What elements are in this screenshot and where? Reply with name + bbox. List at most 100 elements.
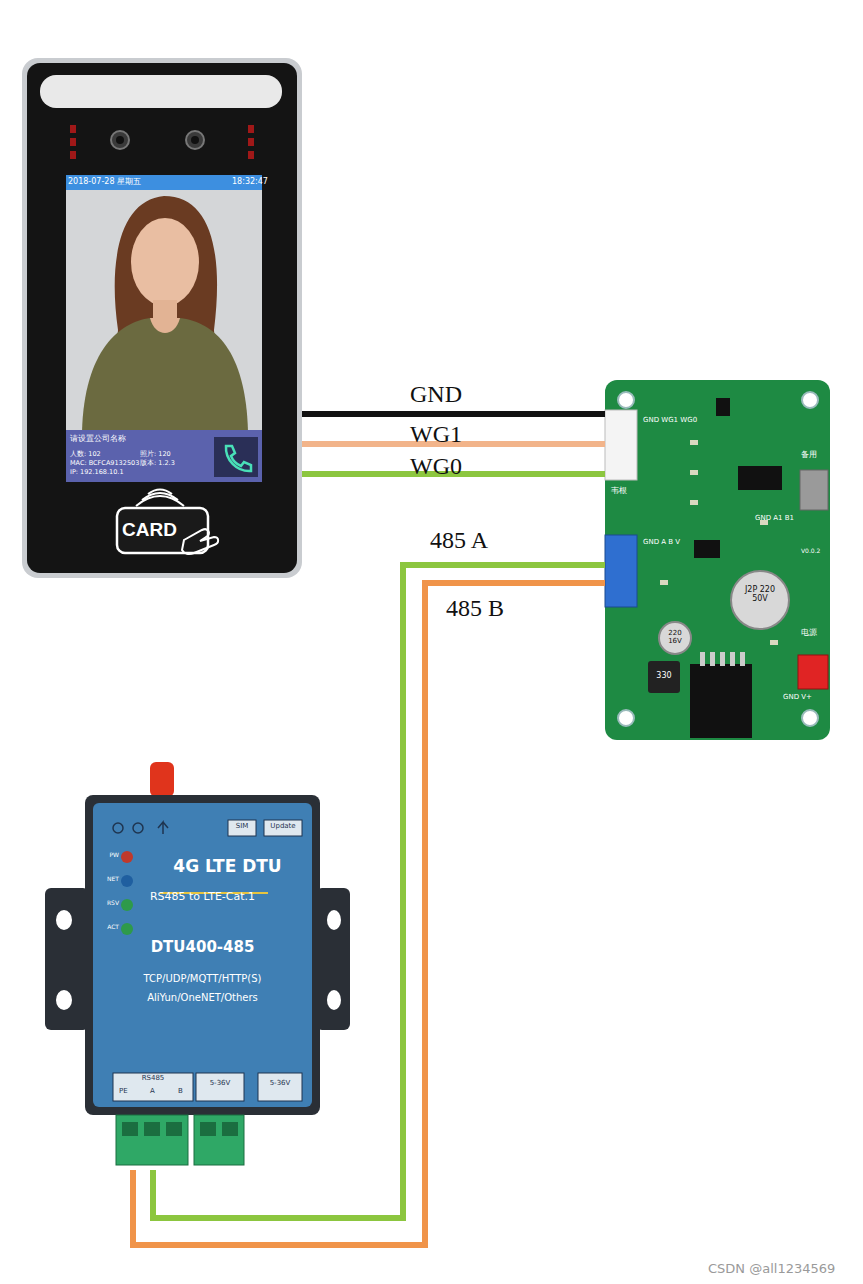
wire	[133, 583, 605, 1245]
capacitor	[659, 622, 691, 654]
device-text: 人数: 102	[70, 451, 101, 458]
device-text: GND A B V	[643, 538, 680, 546]
wire-label: WG1	[410, 422, 462, 446]
icon	[113, 823, 123, 833]
capacitor	[731, 571, 789, 629]
mount-hole	[618, 392, 634, 408]
dtu-device: PW NET RSV ACT SIM Update 4G LTE DTU RS485 to L…	[45, 760, 350, 1170]
mount-flange	[316, 888, 350, 1030]
device-text: SIM	[228, 822, 256, 830]
nfc-waves	[136, 490, 184, 507]
device-text: IP: 192.168.10.1	[70, 469, 124, 476]
card-area	[117, 508, 208, 553]
device-text: 韦根	[611, 486, 627, 495]
antenna-icon	[158, 822, 168, 834]
fill-light	[40, 75, 282, 108]
terminal-block	[194, 1115, 244, 1165]
camera-lens	[191, 136, 199, 144]
dtu-housing	[85, 795, 320, 1115]
pcb	[605, 380, 830, 740]
device-text: RS485 to LTE-Cat.1	[93, 891, 312, 904]
mount-flange	[45, 888, 89, 1030]
device-text: 版本: 1.2.3	[140, 460, 175, 467]
icon	[133, 823, 143, 833]
led	[121, 923, 133, 935]
device-text: 18:32:47	[232, 177, 268, 186]
terminal-screws	[122, 1122, 238, 1136]
device-text: MAC: BCFCA9132503	[70, 460, 139, 467]
camera	[111, 131, 129, 149]
device-text: J2P 220 50V	[744, 585, 776, 603]
update-slot	[264, 820, 302, 836]
mount-hole	[618, 710, 634, 726]
device-text: PE	[119, 1087, 128, 1095]
chip	[738, 466, 782, 490]
wire-label: WG0	[410, 454, 462, 478]
device-text: TCP/UDP/MQTT/HTTP(S)	[93, 973, 312, 985]
device-text: GND V+	[783, 693, 812, 701]
device-text: CARD	[122, 519, 177, 541]
device-text: 5-36V	[196, 1079, 244, 1087]
face	[131, 218, 199, 306]
led	[121, 851, 133, 863]
regulator-pins	[700, 652, 745, 666]
wire-label: 485 A	[430, 528, 488, 552]
device-text: RSV	[101, 900, 119, 907]
converter-board: GND WG1 WG0韦根备用GND A1 B1GND A B V电源GND V…	[605, 380, 830, 740]
device-text: NET	[101, 876, 119, 883]
device-text: AliYun/OneNET/Others	[93, 992, 312, 1004]
screen	[66, 175, 262, 482]
info-panel	[66, 430, 262, 482]
flange-hole	[56, 990, 72, 1010]
mount-hole	[802, 392, 818, 408]
port-label-plate	[196, 1073, 244, 1101]
face-terminal: 2018-07-28 星期五18:32:47请设置公司名称人数: 102照片: …	[22, 58, 302, 578]
terminal-frame	[22, 58, 302, 578]
device-text: 4G LTE DTU	[135, 857, 320, 877]
flange-hole	[327, 910, 341, 930]
terminal-body	[27, 63, 297, 573]
device-text: 请设置公司名称	[70, 434, 126, 443]
device-text: GND WG1 WG0	[643, 416, 697, 424]
device-text: PW	[101, 852, 119, 859]
wiegand-connector	[605, 410, 637, 480]
device-text: B	[178, 1087, 183, 1095]
led	[121, 899, 133, 911]
camera	[186, 131, 204, 149]
dtu-face	[93, 803, 312, 1107]
call-icon-bg	[214, 437, 258, 477]
watermark: CSDN @all1234569	[708, 1261, 835, 1276]
device-text: RS485	[113, 1074, 193, 1082]
chip	[694, 540, 720, 558]
spare-connector	[800, 470, 828, 510]
wire	[302, 411, 605, 417]
inductor	[648, 661, 680, 693]
power-connector	[798, 655, 828, 689]
rs485-connector	[605, 535, 637, 607]
device-text: 220 16V	[663, 629, 687, 645]
device-text: Update	[264, 822, 302, 830]
device-text: 备用	[801, 450, 817, 459]
mount-hole	[802, 710, 818, 726]
led	[121, 875, 133, 887]
device-text: ACT	[101, 924, 119, 931]
terminal-block	[116, 1115, 188, 1165]
device-text: A	[150, 1087, 155, 1095]
device-text: 330	[654, 671, 674, 680]
sim-slot	[228, 820, 256, 836]
device-text: 照片: 120	[140, 451, 171, 458]
shirt	[82, 318, 248, 432]
flange-hole	[327, 990, 341, 1010]
ir-leds	[70, 125, 254, 159]
regulator	[690, 664, 752, 738]
device-text: 5-36V	[258, 1079, 302, 1087]
flange-hole	[56, 910, 72, 930]
port-label-plate	[258, 1073, 302, 1101]
wire-label: 485 B	[446, 596, 504, 620]
port-label-plate	[113, 1073, 193, 1101]
antenna	[150, 762, 174, 797]
device-text: DTU400-485	[93, 939, 312, 956]
